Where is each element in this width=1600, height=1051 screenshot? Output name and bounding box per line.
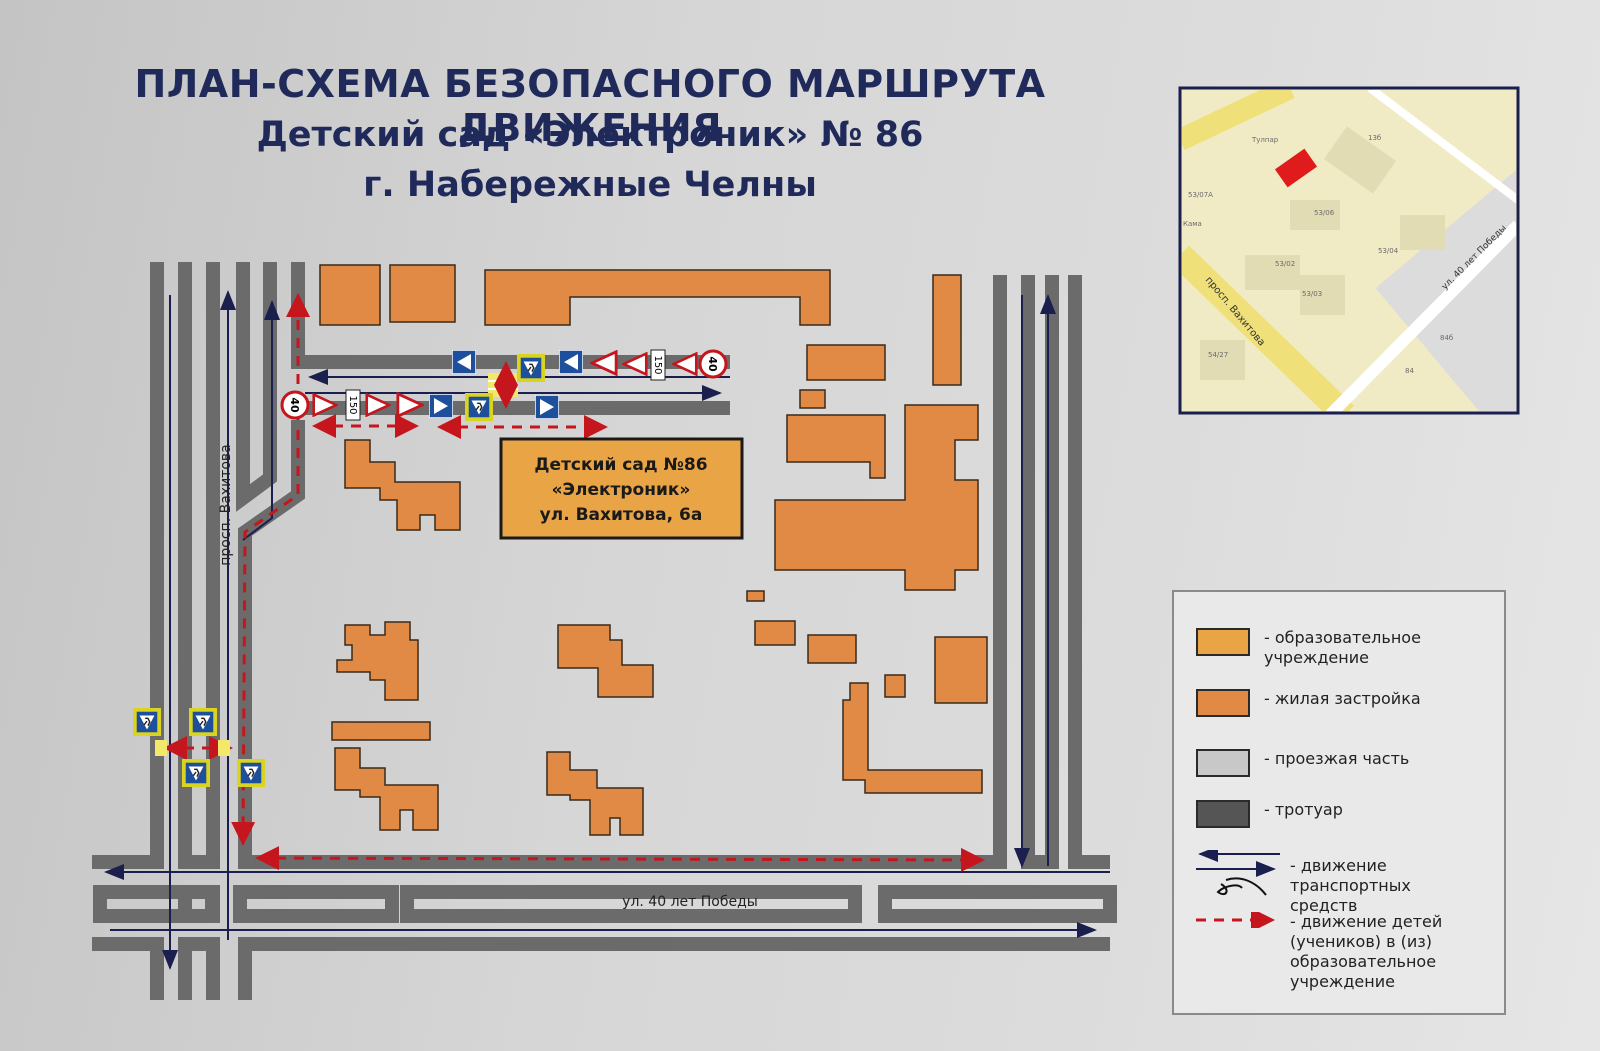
svg-text:Кама: Кама	[1183, 220, 1202, 228]
legend-swatch	[1196, 689, 1250, 717]
building	[331, 721, 431, 741]
pedestrian-crossing-sign	[429, 394, 453, 418]
map-legend: - образовательное учреждение - жилая зас…	[1172, 590, 1506, 1015]
svg-text:13б: 13б	[1368, 134, 1381, 142]
building	[932, 274, 962, 386]
building	[806, 344, 886, 381]
building	[884, 674, 906, 698]
legend-item-traffic: - движение транспортных средств	[1196, 850, 1475, 916]
building	[799, 389, 826, 409]
pedestrian-crossing-sign	[237, 759, 265, 787]
kindergarten-location-marker	[1274, 148, 1318, 188]
building	[557, 624, 654, 698]
building	[334, 747, 439, 831]
svg-text:40: 40	[288, 397, 301, 413]
building	[344, 439, 461, 531]
kindergarten-label: Детский сад №86 «Электроник» ул. Вахитов…	[499, 437, 744, 540]
legend-item-child-route: - движение детей (учеников) в (из) образ…	[1196, 912, 1465, 992]
building	[546, 751, 644, 836]
speed-limit-sign: 40	[280, 390, 310, 420]
pedestrian-crossing-sign	[182, 759, 210, 787]
building	[842, 682, 983, 794]
building	[807, 634, 857, 664]
building	[484, 269, 831, 326]
child-route-arrow-icon	[1196, 912, 1275, 928]
street-label-40-let-pobedy: ул. 40 лет Победы	[622, 894, 758, 910]
pedestrian-crossing-sign	[189, 708, 217, 736]
legend-item-sidewalk: - тротуар	[1196, 800, 1343, 828]
pedestrian-crossing-sign	[559, 350, 583, 374]
building	[389, 264, 456, 323]
road-signs: 150 40 40 150	[133, 349, 728, 787]
speed-limit-sign: 40	[698, 349, 728, 379]
pedestrian-crossing-sign	[535, 395, 559, 419]
pedestrian-crossing-sign	[133, 708, 161, 736]
legend-item-educational: - образовательное учреждение	[1196, 628, 1434, 668]
svg-text:54/27: 54/27	[1208, 351, 1228, 359]
svg-text:150: 150	[347, 395, 358, 414]
svg-text:53/06: 53/06	[1314, 209, 1335, 217]
building	[774, 404, 979, 591]
svg-text:84: 84	[1405, 367, 1414, 375]
legend-swatch	[1196, 800, 1250, 828]
building	[754, 620, 796, 646]
buildings	[319, 264, 988, 836]
legend-swatch	[1196, 628, 1250, 656]
svg-text:Тулпар: Тулпар	[1251, 136, 1279, 144]
traffic-arrows-icon	[1196, 850, 1280, 896]
poster-subtitle-city: г. Набережные Челны	[363, 165, 817, 205]
poster-subtitle-kindergarten: Детский сад «Электроник» № 86	[256, 115, 924, 155]
crosswalk-service-road	[488, 361, 518, 409]
legend-item-residential: - жилая застройка	[1196, 689, 1421, 717]
crosswalk-vakhitova	[155, 740, 230, 756]
svg-text:Детский сад №86: Детский сад №86	[534, 455, 707, 475]
distance-plate: 150	[345, 389, 361, 421]
building	[934, 636, 988, 704]
pedestrian-crossing-sign	[465, 393, 493, 421]
legend-swatch	[1196, 749, 1250, 777]
poster-title: ПЛАН-СХЕМА БЕЗОПАСНОГО МАРШРУТА ДВИЖЕНИЯ	[134, 62, 1046, 150]
svg-text:53/07А: 53/07А	[1188, 191, 1213, 199]
svg-text:40: 40	[706, 356, 719, 372]
distance-plate: 150	[650, 349, 666, 381]
svg-text:53/03: 53/03	[1302, 290, 1322, 298]
building	[336, 621, 419, 701]
svg-text:53/02: 53/02	[1275, 260, 1295, 268]
pedestrian-crossing-sign	[517, 354, 545, 382]
svg-text:ул. Вахитова, 6а: ул. Вахитова, 6а	[540, 505, 703, 525]
svg-text:84б: 84б	[1440, 334, 1453, 342]
svg-text:«Электроник»: «Электроник»	[552, 480, 691, 500]
building	[746, 590, 765, 602]
pedestrian-crossing-sign	[452, 350, 476, 374]
inset-location-map: Тулпар Кама 13б 53/07А 53/06 53/02 53/03…	[1178, 86, 1520, 415]
svg-text:150: 150	[652, 355, 663, 374]
building	[786, 414, 886, 479]
svg-text:53/04: 53/04	[1378, 247, 1399, 255]
legend-item-roadway: - проезжая часть	[1196, 749, 1409, 777]
street-label-vakhitova: просп. Вахитова	[218, 444, 234, 565]
building	[319, 264, 381, 326]
